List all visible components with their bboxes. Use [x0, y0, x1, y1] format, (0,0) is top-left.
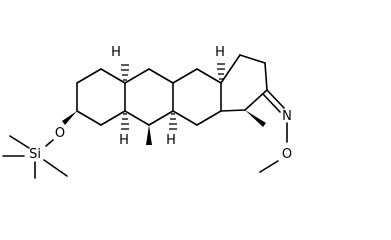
hash-bond-c9 — [121, 113, 129, 130]
atom-si: Si — [29, 147, 41, 162]
atom-h-c14: H — [215, 45, 225, 60]
atom-o-oxime: O — [282, 147, 292, 162]
structure-canvas: N O O Si H H H — [2, 45, 292, 179]
methyl-wedge-c10 — [146, 125, 152, 145]
oxygen-wedge-c3 — [62, 111, 77, 125]
atom-o-ether: O — [55, 126, 65, 141]
hash-bond-c8 — [169, 113, 177, 130]
ring-b — [124, 68, 174, 126]
molecule-drawing: N O O Si H H H — [2, 45, 292, 179]
oxime-group: N O — [259, 89, 292, 173]
atom-h-c9: H — [119, 133, 129, 148]
ring-d — [220, 54, 268, 112]
atom-h-c8: H — [166, 133, 176, 148]
ring-a — [76, 68, 126, 126]
atom-h-c5: H — [111, 45, 121, 60]
atom-n-oxime: N — [282, 109, 292, 124]
methyl-wedge-c13 — [245, 110, 266, 127]
hash-bond-c5 — [121, 64, 129, 81]
hash-bond-c14 — [217, 63, 225, 80]
ring-c — [172, 68, 222, 126]
trimethylsilyl-ether: O Si — [2, 126, 68, 179]
